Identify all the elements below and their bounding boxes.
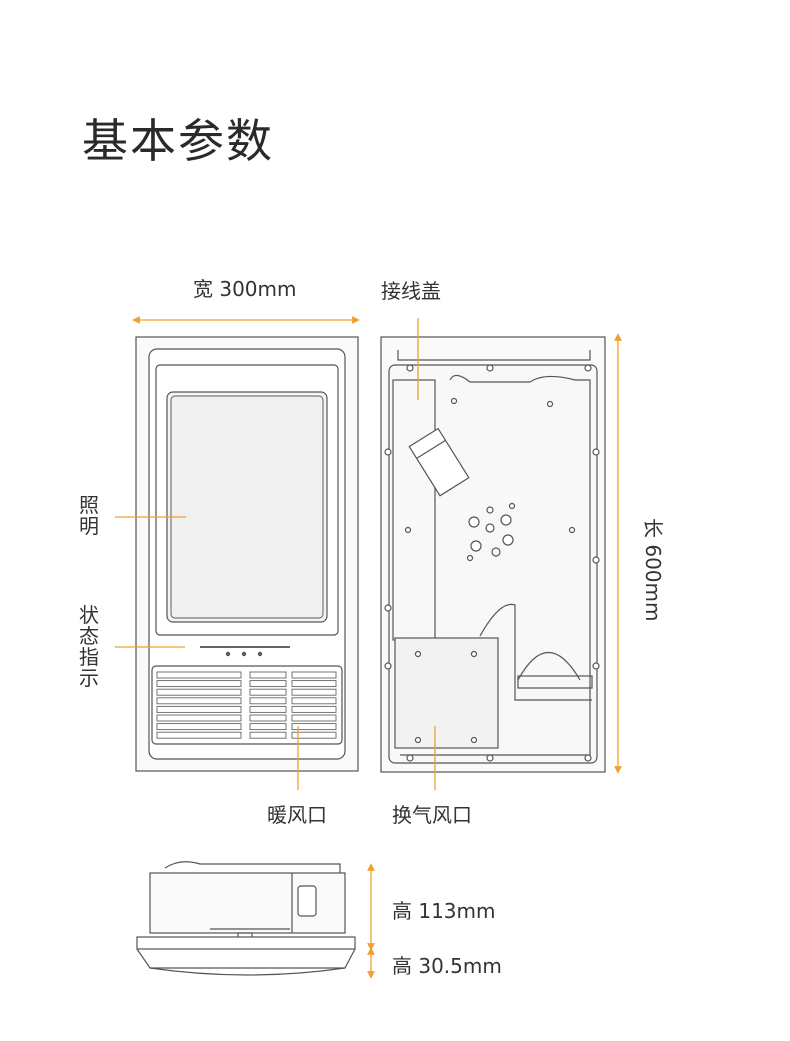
- grille-slat: [291, 723, 337, 731]
- width-label: 宽 300mm: [193, 277, 297, 301]
- grille-slat: [291, 731, 337, 739]
- grille-slat: [291, 705, 337, 713]
- grille-slat: [156, 705, 242, 713]
- grille-slat: [156, 723, 242, 731]
- warm-air-grille: [151, 665, 343, 745]
- exhaust-plate: [394, 637, 499, 749]
- height-panel-label: 高 30.5mm: [392, 954, 502, 978]
- grille-slat: [156, 688, 242, 696]
- length-label: 长 600mm: [641, 518, 665, 622]
- grille-slat: [291, 688, 337, 696]
- grille-slat: [249, 671, 287, 679]
- grille-slat: [156, 680, 242, 688]
- grille-slat: [249, 731, 287, 739]
- status-indicator-bar: [200, 646, 290, 657]
- grille-slat: [249, 705, 287, 713]
- screws: [384, 364, 600, 762]
- grille-slat: [291, 671, 337, 679]
- junction-cover-label: 接线盖: [381, 279, 441, 303]
- grille-slat: [156, 697, 242, 705]
- grille-slat: [156, 671, 242, 679]
- status-indicator-label: 状态指示: [79, 603, 99, 690]
- grille-slat: [249, 697, 287, 705]
- warm-air-outlet-label: 暖风口: [267, 803, 327, 827]
- side-knob: [297, 885, 317, 917]
- grille-slat: [156, 731, 242, 739]
- front-panel: [135, 336, 359, 772]
- grille-slat: [291, 714, 337, 722]
- grille-slat: [249, 688, 287, 696]
- grille-slat: [249, 723, 287, 731]
- page-title: 基本参数: [82, 114, 274, 168]
- lighting-label: 照明: [79, 493, 99, 538]
- fan-holes: [466, 502, 516, 562]
- grille-slat: [291, 697, 337, 705]
- grille-slat: [249, 680, 287, 688]
- dimension-lines: [115, 316, 622, 979]
- grille-slat: [291, 680, 337, 688]
- grille-slat: [156, 714, 242, 722]
- grille-slat: [249, 714, 287, 722]
- side-view: [136, 861, 356, 976]
- cable-box: [408, 427, 470, 497]
- exhaust-outlet-label: 换气风口: [392, 803, 472, 827]
- back-panel: [380, 336, 606, 773]
- height-body-label: 高 113mm: [392, 899, 496, 923]
